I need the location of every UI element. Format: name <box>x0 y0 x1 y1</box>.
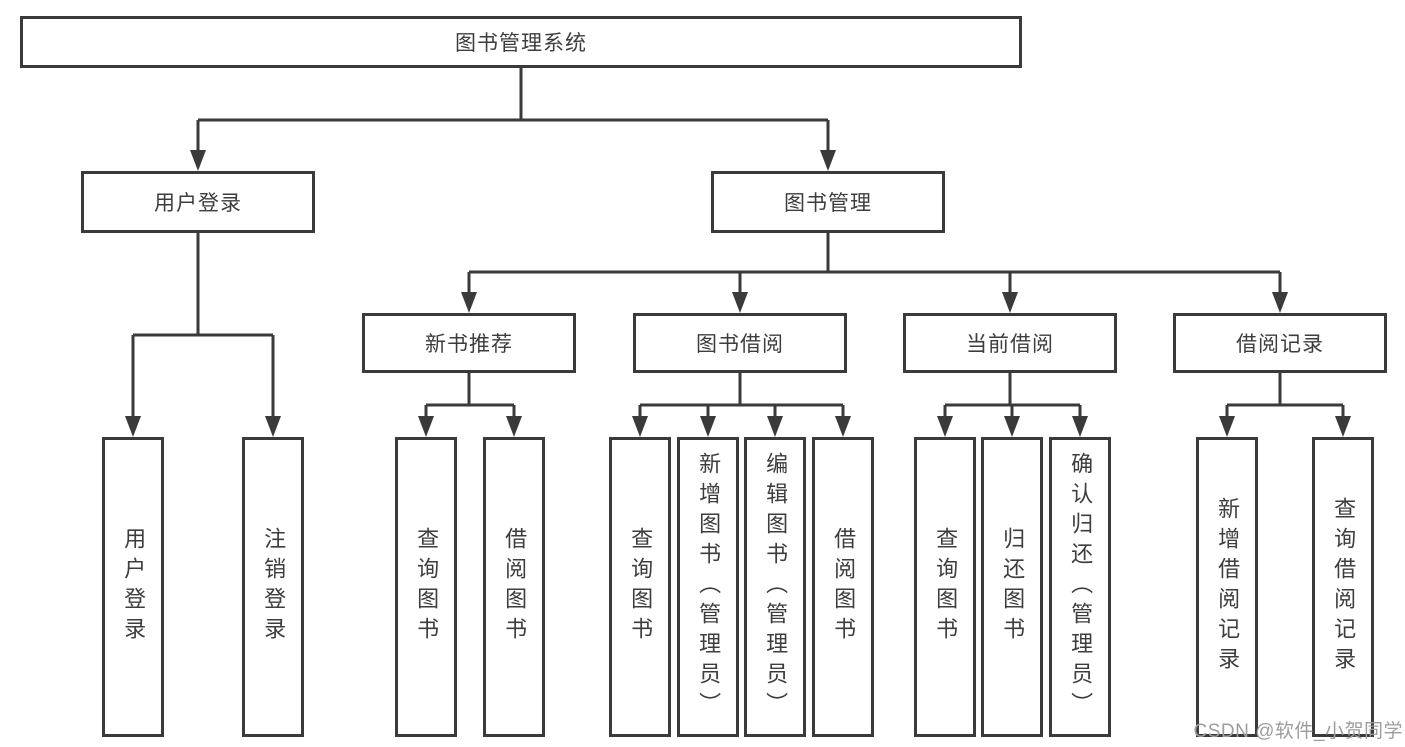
node-book-management: 图书管理 <box>711 171 945 233</box>
node-label: 图书管理系统 <box>455 32 587 55</box>
node-label: 图书借阅 <box>696 333 784 356</box>
connector-user-login-bus <box>131 233 275 419</box>
node-user-login: 用户登录 <box>81 171 315 233</box>
node-label: 编辑图书（管理员） <box>763 452 789 722</box>
leaf-query-books-borrow: 查询图书 <box>609 437 671 737</box>
connector-book-borrow-bus <box>638 373 845 419</box>
node-label: 新增借阅记录 <box>1215 497 1241 677</box>
node-book-borrow: 图书借阅 <box>633 313 847 373</box>
leaf-user-login: 用户登录 <box>102 437 164 737</box>
node-label: 查询图书 <box>628 527 654 647</box>
leaf-confirm-return-admin: 确认归还（管理员） <box>1049 437 1111 737</box>
leaf-edit-books-admin: 编辑图书（管理员） <box>744 437 806 737</box>
node-label: 借阅记录 <box>1236 333 1324 356</box>
leaf-query-books-recommend: 查询图书 <box>395 437 457 737</box>
leaf-query-books-current: 查询图书 <box>914 437 976 737</box>
node-label: 注销登录 <box>261 527 287 647</box>
arrowheads <box>125 150 1351 437</box>
node-label: 借阅图书 <box>831 527 857 647</box>
connector-borrow-records-bus <box>1225 373 1345 419</box>
node-label: 查询图书 <box>414 527 440 647</box>
node-library-system: 图书管理系统 <box>20 16 1022 68</box>
node-label: 新增图书（管理员） <box>696 452 722 722</box>
node-label: 确认归还（管理员） <box>1068 452 1094 722</box>
leaf-logout-login: 注销登录 <box>242 437 304 737</box>
node-label: 借阅图书 <box>502 527 528 647</box>
node-label: 新书推荐 <box>425 333 513 356</box>
node-label: 用户登录 <box>121 527 147 647</box>
node-borrow-records: 借阅记录 <box>1173 313 1387 373</box>
leaf-query-borrow-record: 查询借阅记录 <box>1312 437 1374 737</box>
node-label: 查询图书 <box>933 527 959 647</box>
leaf-borrow-books-recommend: 借阅图书 <box>483 437 545 737</box>
node-label: 图书管理 <box>784 192 872 215</box>
csdn-watermark: CSDN @软件_小贺同学 <box>1193 721 1403 742</box>
node-label: 用户登录 <box>154 192 242 215</box>
leaf-return-books: 归还图书 <box>981 437 1043 737</box>
node-current-borrow: 当前借阅 <box>903 313 1117 373</box>
leaf-borrow-books: 借阅图书 <box>812 437 874 737</box>
connector-book-management-bus <box>467 233 1282 295</box>
leaf-add-books-admin: 新增图书（管理员） <box>677 437 739 737</box>
connector-root-to-level2 <box>196 68 830 153</box>
node-label: 查询借阅记录 <box>1331 497 1357 677</box>
connector-new-book-bus <box>424 373 516 419</box>
node-label: 当前借阅 <box>966 333 1054 356</box>
connector-current-borrow-bus <box>943 373 1082 419</box>
leaf-add-borrow-record: 新增借阅记录 <box>1196 437 1258 737</box>
node-label: 归还图书 <box>1000 527 1026 647</box>
node-new-book-recommend: 新书推荐 <box>362 313 576 373</box>
